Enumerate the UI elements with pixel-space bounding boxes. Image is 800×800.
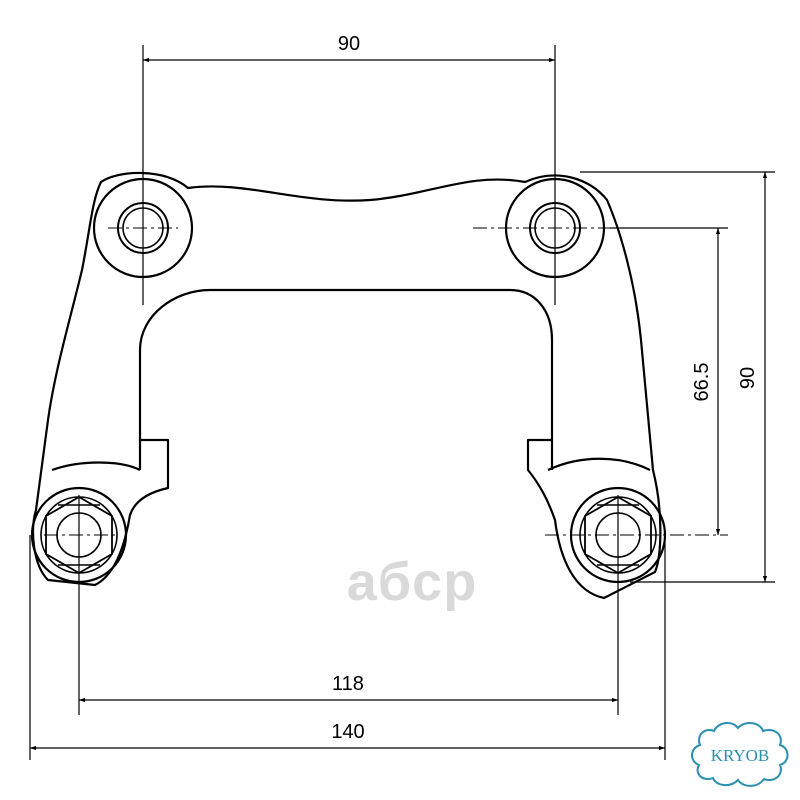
- dimension-lines: [30, 57, 768, 751]
- bracket-outer-outline: [32, 171, 662, 600]
- dim-label-overall-height: 90: [737, 367, 759, 389]
- dim-label-bolt-spacing: 118: [332, 673, 364, 695]
- dim-label-top-hole-spacing: 90: [338, 33, 360, 55]
- extension-lines: [29, 45, 775, 760]
- bracket-body: [32, 171, 662, 600]
- dim-label-vertical-hole-offset: 66.5: [691, 363, 713, 402]
- watermark-text: aбcp: [347, 552, 477, 612]
- kryob-logo-cloud-icon: [691, 722, 789, 787]
- dim-label-overall-width: 140: [331, 721, 364, 743]
- bracket-left-arm-inner-line: [51, 461, 141, 472]
- bracket-right-arm-inner-line: [547, 457, 651, 471]
- kryob-logo: KRYOB: [691, 722, 789, 787]
- kryob-logo-text: KRYOB: [711, 746, 770, 765]
